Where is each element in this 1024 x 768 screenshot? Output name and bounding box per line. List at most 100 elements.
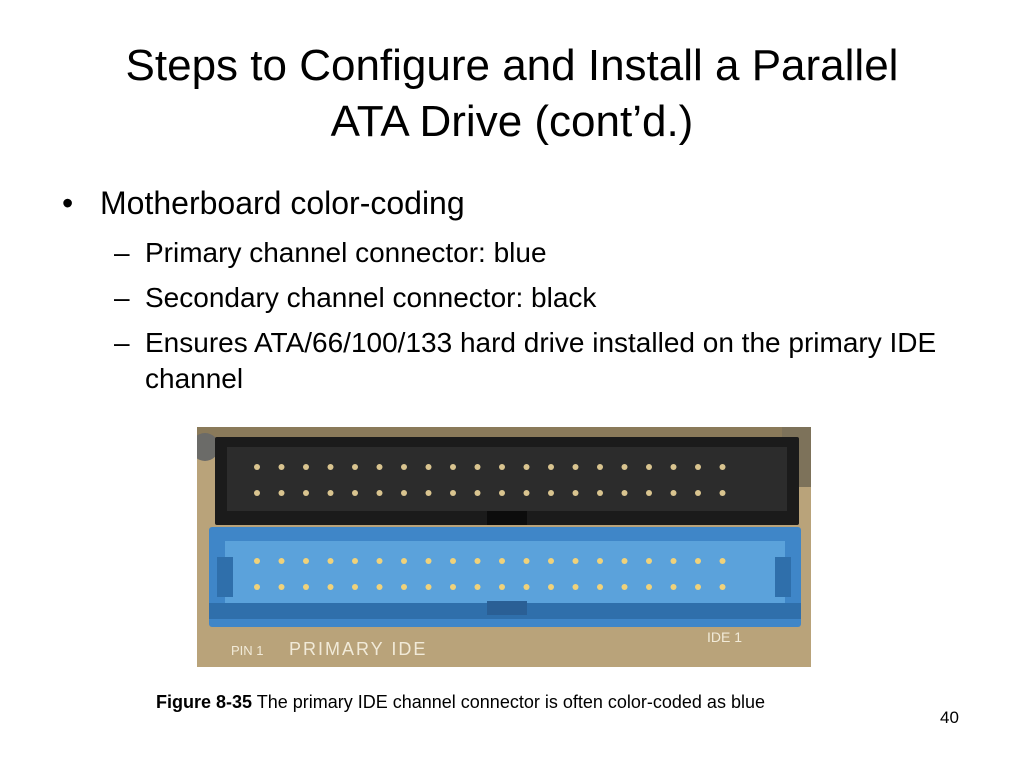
connector-pin	[523, 558, 530, 564]
connector-pin	[719, 584, 726, 590]
subbullet-marker: –	[114, 237, 130, 268]
silkscreen-primary-ide: PRIMARY IDE	[289, 639, 427, 659]
connector-pin	[572, 490, 579, 496]
page-number: 40	[940, 708, 959, 727]
connector-pin	[254, 490, 260, 496]
connector-pin	[474, 558, 481, 564]
connector-pin	[303, 490, 309, 496]
connector-pin	[254, 584, 260, 590]
connector-pin	[278, 584, 285, 590]
connector-pin	[425, 490, 432, 496]
connector-pin	[425, 584, 432, 590]
connector-pin	[670, 558, 677, 564]
connector-pin	[646, 490, 652, 496]
connector-pin	[450, 558, 456, 564]
connector-pin	[474, 490, 481, 496]
connector-pin	[695, 464, 701, 470]
connector-pin	[719, 558, 726, 564]
bullet-list: • Motherboard color-coding – Primary cha…	[62, 180, 962, 397]
connector-pin	[523, 584, 530, 590]
connector-pin	[597, 584, 603, 590]
connector-pin	[597, 490, 603, 496]
slide-title: Steps to Configure and Install a Paralle…	[40, 38, 984, 150]
connector-pin	[695, 584, 701, 590]
secondary-key-notch	[487, 511, 527, 525]
connector-pin	[695, 558, 701, 564]
connector-pin	[523, 464, 530, 470]
connector-pin	[621, 558, 628, 564]
connector-pin	[474, 584, 481, 590]
connector-pin	[327, 490, 334, 496]
connector-pin	[327, 584, 334, 590]
connector-pin	[352, 584, 358, 590]
silkscreen-pin1: PIN 1	[231, 643, 264, 658]
connector-pin	[548, 558, 554, 564]
connector-pin	[278, 490, 285, 496]
connector-pin	[548, 584, 554, 590]
connector-pin	[376, 490, 383, 496]
bullet-item: • Motherboard color-coding	[62, 180, 962, 226]
connector-pin	[450, 584, 456, 590]
subbullet-marker: –	[114, 327, 130, 358]
primary-key-notch	[487, 601, 527, 615]
connector-pin	[621, 584, 628, 590]
subbullet-item: – Ensures ATA/66/100/133 hard drive inst…	[114, 325, 962, 397]
primary-pins	[254, 558, 726, 590]
connector-pin	[621, 490, 628, 496]
connector-pin	[450, 464, 456, 470]
bullet-text: Motherboard color-coding	[100, 185, 465, 221]
primary-side-latch	[217, 557, 233, 597]
connector-pin	[597, 558, 603, 564]
subbullet-text: Primary channel connector: blue	[145, 237, 547, 268]
connector-pin	[425, 558, 432, 564]
secondary-connector	[215, 437, 799, 525]
connector-pin	[719, 490, 726, 496]
figure-caption-text: The primary IDE channel connector is oft…	[252, 692, 765, 712]
connector-pin	[499, 490, 505, 496]
connector-pin	[646, 464, 652, 470]
bullet-marker: •	[62, 185, 74, 221]
connector-pin	[450, 490, 456, 496]
connector-pin	[670, 464, 677, 470]
primary-connector	[209, 527, 801, 627]
connector-pin	[327, 558, 334, 564]
board-component	[197, 433, 219, 461]
connector-pin	[376, 558, 383, 564]
figure-number: Figure 8-35	[156, 692, 253, 712]
subbullet-text: Secondary channel connector: black	[145, 282, 597, 313]
connector-pin	[254, 464, 260, 470]
silkscreen-ide1: IDE 1	[707, 629, 742, 645]
connector-pin	[401, 584, 407, 590]
connector-pin	[474, 464, 481, 470]
title-line-2: ATA Drive (cont’d.)	[330, 97, 694, 146]
connector-pin	[572, 584, 579, 590]
secondary-pins	[254, 464, 726, 496]
primary-side-latch	[775, 557, 791, 597]
connector-pin	[278, 558, 285, 564]
connector-pin	[719, 464, 726, 470]
connector-pin	[352, 464, 358, 470]
connector-pin	[278, 464, 285, 470]
subbullet-text: Ensures ATA/66/100/133 hard drive instal…	[145, 327, 937, 394]
connector-pin	[352, 558, 358, 564]
connector-pin	[303, 464, 309, 470]
connector-pin	[401, 464, 407, 470]
connector-pin	[499, 584, 505, 590]
connector-pin	[376, 584, 383, 590]
subbullet-marker: –	[114, 282, 130, 313]
connector-pin	[352, 490, 358, 496]
connector-pin	[548, 464, 554, 470]
connector-pin	[670, 490, 677, 496]
connector-pin	[303, 558, 309, 564]
subbullet-item: – Secondary channel connector: black	[114, 280, 962, 316]
subbullet-item: – Primary channel connector: blue	[114, 235, 962, 271]
title-line-1: Steps to Configure and Install a Paralle…	[125, 41, 899, 90]
connector-pin	[646, 558, 652, 564]
connector-pin	[303, 584, 309, 590]
connector-pin	[376, 464, 383, 470]
secondary-shroud-inner	[227, 447, 787, 511]
connector-pin	[425, 464, 432, 470]
connector-pin	[254, 558, 260, 564]
connector-pin	[548, 490, 554, 496]
